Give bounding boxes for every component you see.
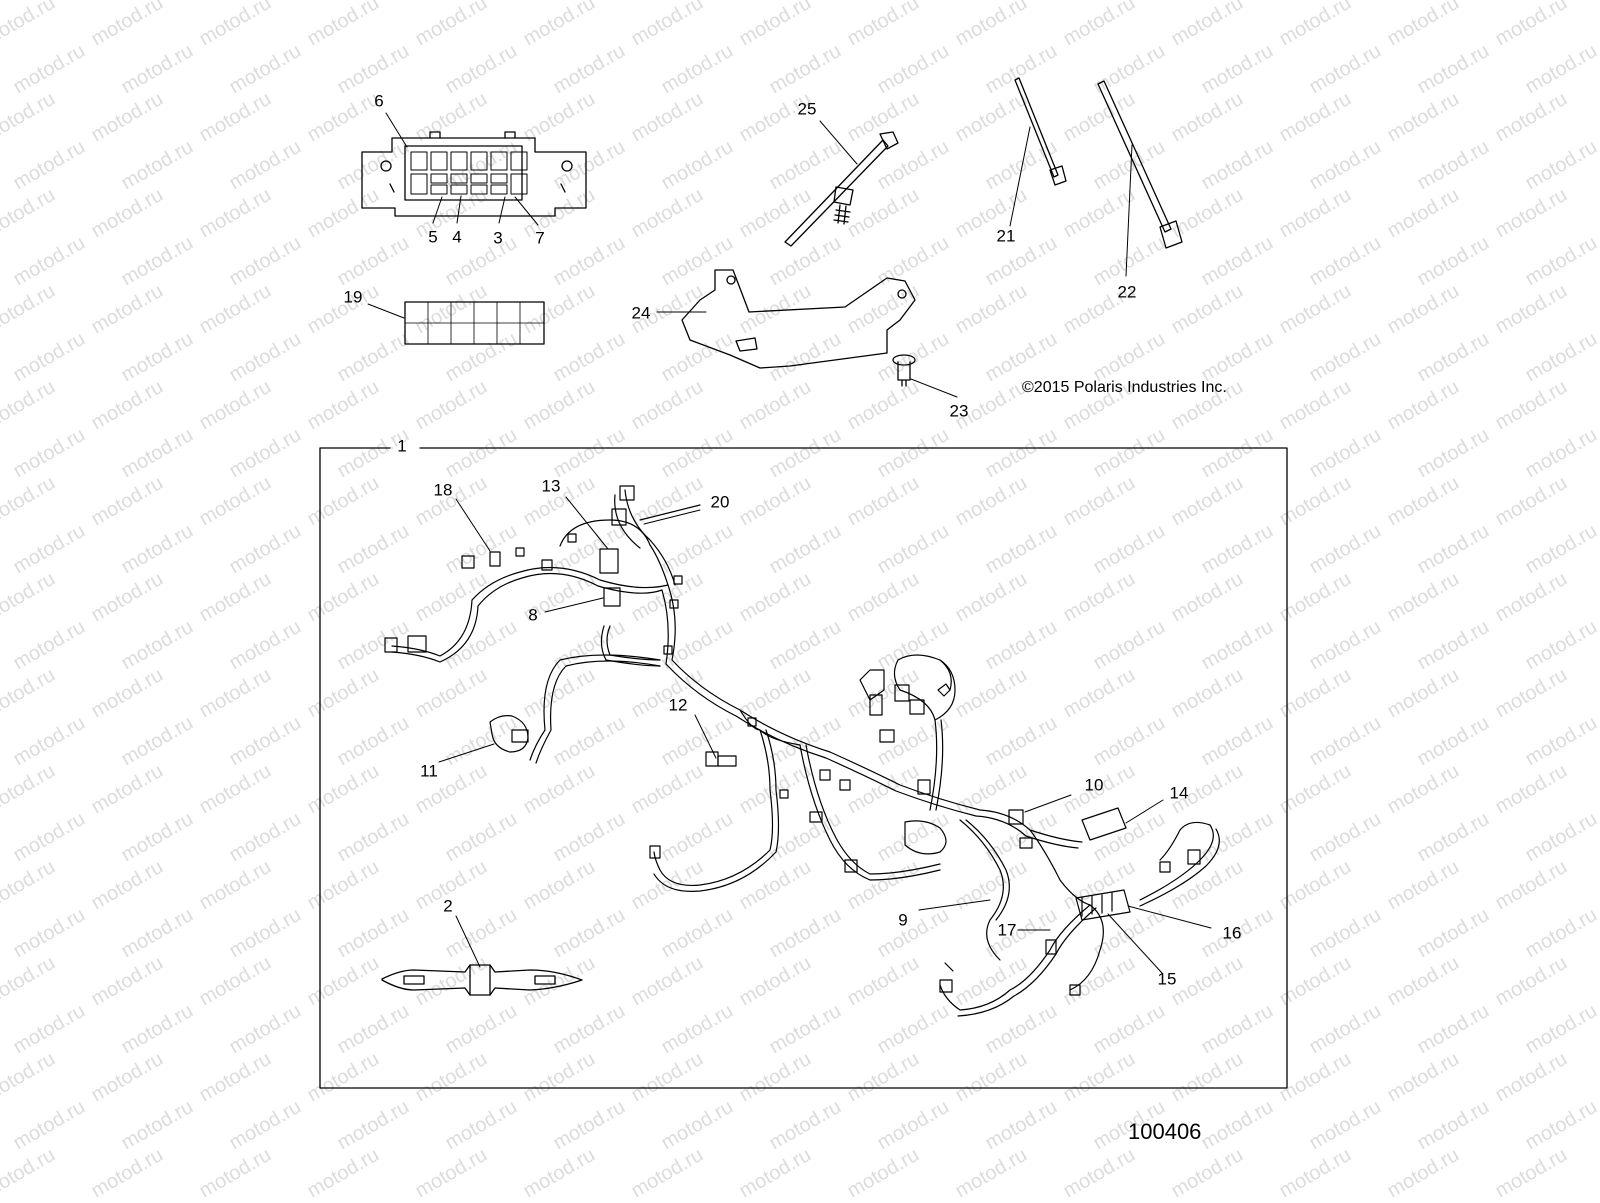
callout-6: 6: [374, 91, 384, 111]
callout-4: 4: [452, 227, 462, 247]
bracket-part-24: [681, 269, 916, 369]
push-tie-part-25: [784, 131, 899, 247]
callout-13: 13: [541, 476, 561, 496]
callout-21: 21: [996, 226, 1016, 246]
callout-9: 9: [898, 910, 908, 930]
fuse-label-part-19: [404, 301, 545, 345]
callout-24: 24: [631, 303, 651, 323]
callout-19: 19: [343, 287, 363, 307]
callout-10: 10: [1084, 775, 1104, 795]
harness-connectors: [384, 485, 1201, 996]
callout-8: 8: [528, 605, 538, 625]
callout-7: 7: [535, 228, 545, 248]
connector-part-6: [361, 131, 587, 217]
rivet-part-23: [892, 354, 916, 387]
wire-harness-part-1: [391, 489, 1220, 1017]
callout-17: 17: [997, 920, 1017, 940]
callout-11: 11: [420, 761, 438, 781]
fuse-holder-part-2: [381, 964, 583, 996]
callout-2: 2: [443, 896, 453, 916]
copyright-notice: ©2015 Polaris Industries Inc.: [1022, 379, 1227, 396]
leader-lines: [367, 112, 1212, 974]
callout-3: 3: [493, 228, 503, 248]
callout-15: 15: [1157, 969, 1177, 989]
callout-16: 16: [1222, 923, 1242, 943]
callout-1: 1: [397, 436, 407, 456]
callout-5: 5: [428, 227, 438, 247]
callout-23: 23: [949, 401, 969, 421]
harness-frame: [319, 447, 1288, 1089]
callout-22: 22: [1117, 282, 1137, 302]
diagram-number: 100406: [1128, 1119, 1202, 1144]
callout-25: 25: [797, 99, 817, 119]
cable-tie-part-22: [1097, 80, 1183, 249]
callout-20: 20: [710, 492, 730, 512]
callout-18: 18: [433, 480, 453, 500]
cable-tie-part-21: [1014, 77, 1067, 186]
callout-12: 12: [668, 695, 688, 715]
callout-14: 14: [1169, 783, 1189, 803]
